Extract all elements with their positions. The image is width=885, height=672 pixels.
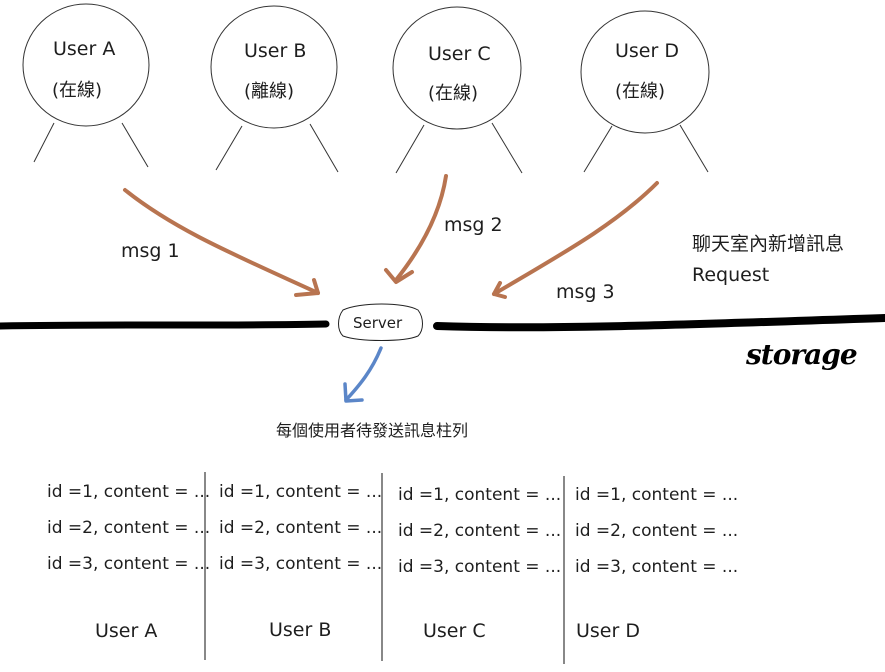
user-c-circle xyxy=(392,6,522,130)
queue-title: 每個使用者待發送訊息柱列 xyxy=(276,421,469,440)
user-c-leg-left xyxy=(395,124,425,174)
queue-row: id =2, content = ... xyxy=(575,521,739,541)
user-node-d xyxy=(580,10,710,173)
queue-row: id =1, content = ... xyxy=(219,482,383,502)
user-b-leg-left xyxy=(215,125,243,171)
user-node-a xyxy=(22,3,150,168)
queue-row: id =1, content = ... xyxy=(575,485,739,505)
storage-line-left xyxy=(0,320,330,330)
user-d-name: User D xyxy=(615,40,679,62)
user-c-name: User C xyxy=(428,43,491,65)
user-node-c xyxy=(392,6,523,174)
server-label: Server xyxy=(353,314,403,332)
queue-user-label: User D xyxy=(576,620,640,642)
user-b-status: (離線) xyxy=(244,81,295,102)
queue-row: id =2, content = ... xyxy=(47,518,211,538)
queue-arrow xyxy=(343,346,383,403)
user-b-leg-right xyxy=(309,123,339,173)
queue-user-label: User A xyxy=(95,620,158,642)
request-label-line2: Request xyxy=(692,264,770,286)
queue-user-label: User C xyxy=(423,620,486,642)
queue-row: id =3, content = ... xyxy=(47,554,211,574)
storage-line-right xyxy=(433,314,885,332)
queue-row: id =1, content = ... xyxy=(47,482,211,502)
queue-row: id =3, content = ... xyxy=(219,554,383,574)
storage-label: storage xyxy=(746,338,858,371)
user-b-name: User B xyxy=(244,40,307,62)
queue-row: id =1, content = ... xyxy=(398,485,562,505)
user-b-circle xyxy=(210,5,338,129)
msg1-arrow xyxy=(123,188,320,297)
msg3-arrow xyxy=(492,181,659,299)
user-a-leg-right xyxy=(121,122,149,168)
user-a-status: (在線) xyxy=(52,80,103,101)
queue-row: id =2, content = ... xyxy=(398,521,562,541)
user-d-leg-right xyxy=(679,124,709,173)
msg3-label: msg 3 xyxy=(556,281,615,303)
queue-row: id =3, content = ... xyxy=(398,557,562,577)
user-d-leg-left xyxy=(583,125,613,173)
user-c-leg-right xyxy=(491,122,523,174)
queue-user-label: User B xyxy=(269,619,332,641)
user-a-name: User A xyxy=(53,38,116,60)
user-c-status: (在線) xyxy=(428,83,479,104)
msg1-label: msg 1 xyxy=(121,240,180,262)
user-a-circle xyxy=(22,3,150,127)
msg2-arrow xyxy=(384,174,448,284)
queue-row: id =3, content = ... xyxy=(575,557,739,577)
request-label-line1: 聊天室內新增訊息 xyxy=(692,233,845,255)
user-d-circle xyxy=(580,10,710,134)
msg2-label: msg 2 xyxy=(444,214,503,236)
server-node-shape xyxy=(338,303,423,341)
user-d-status: (在線) xyxy=(615,81,666,102)
queue-row: id =2, content = ... xyxy=(219,518,383,538)
user-node-b xyxy=(210,5,339,173)
user-a-leg-left xyxy=(33,122,55,163)
